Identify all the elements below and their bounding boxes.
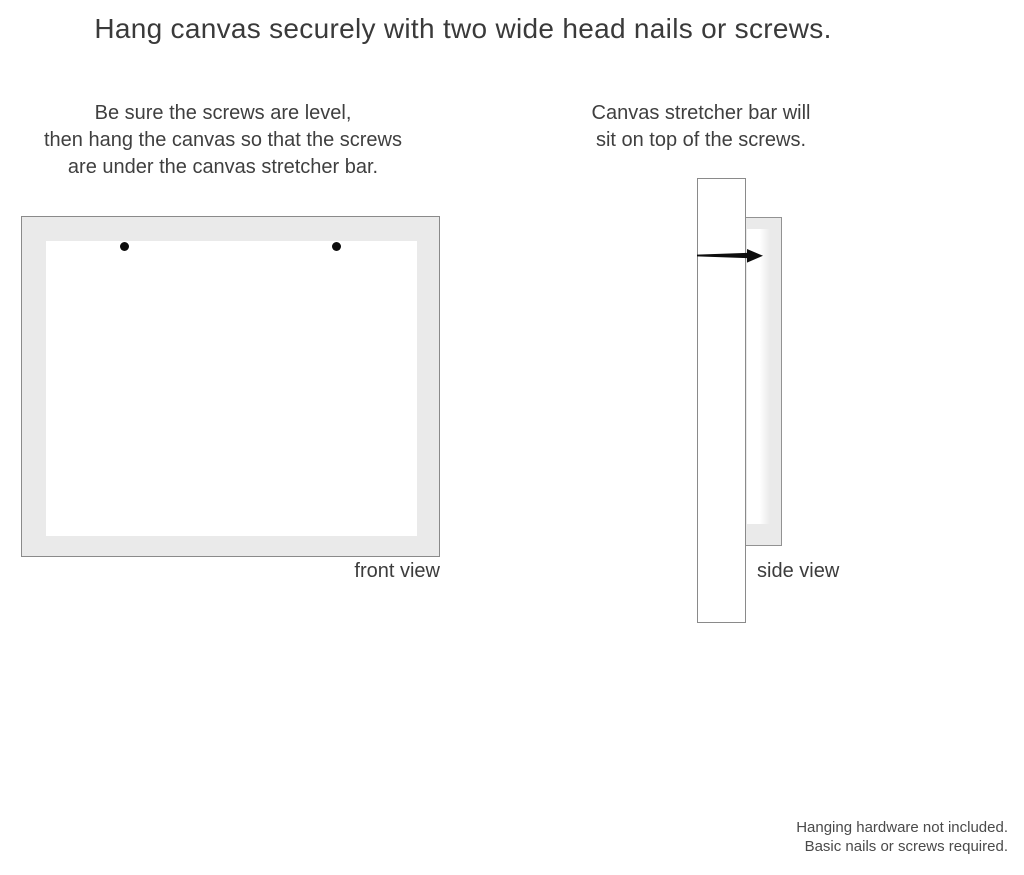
- front-view-instructions: Be sure the screws are level, then hang …: [23, 100, 423, 181]
- instruction-line: then hang the canvas so that the screws: [44, 129, 402, 151]
- side-view-canvas: [745, 217, 782, 546]
- instruction-line: Canvas stretcher bar will: [591, 102, 811, 124]
- footnote-line: Hanging hardware not included.: [796, 819, 1008, 836]
- screw-left-dot: [120, 242, 129, 251]
- side-view-instructions: Canvas stretcher bar will sit on top of …: [551, 100, 851, 154]
- instruction-line: sit on top of the screws.: [595, 129, 807, 151]
- page-title: Hang canvas securely with two wide head …: [94, 13, 832, 44]
- front-view-canvas-frame: [21, 216, 440, 557]
- instruction-line: are under the canvas stretcher bar.: [67, 156, 379, 178]
- nail-icon: [697, 249, 763, 263]
- side-view-label: side view: [757, 560, 840, 582]
- instruction-line: Be sure the screws are level,: [94, 102, 352, 124]
- screw-right-dot: [332, 242, 341, 251]
- footnote-line: Basic nails or screws required.: [804, 838, 1008, 855]
- front-view-label: front view: [354, 560, 440, 582]
- side-view-canvas-inner: [747, 229, 770, 524]
- front-view-canvas-inner: [46, 241, 417, 536]
- hardware-footnote: Hanging hardware not included. Basic nai…: [796, 818, 1008, 856]
- side-view-stretcher-bar: [697, 178, 746, 623]
